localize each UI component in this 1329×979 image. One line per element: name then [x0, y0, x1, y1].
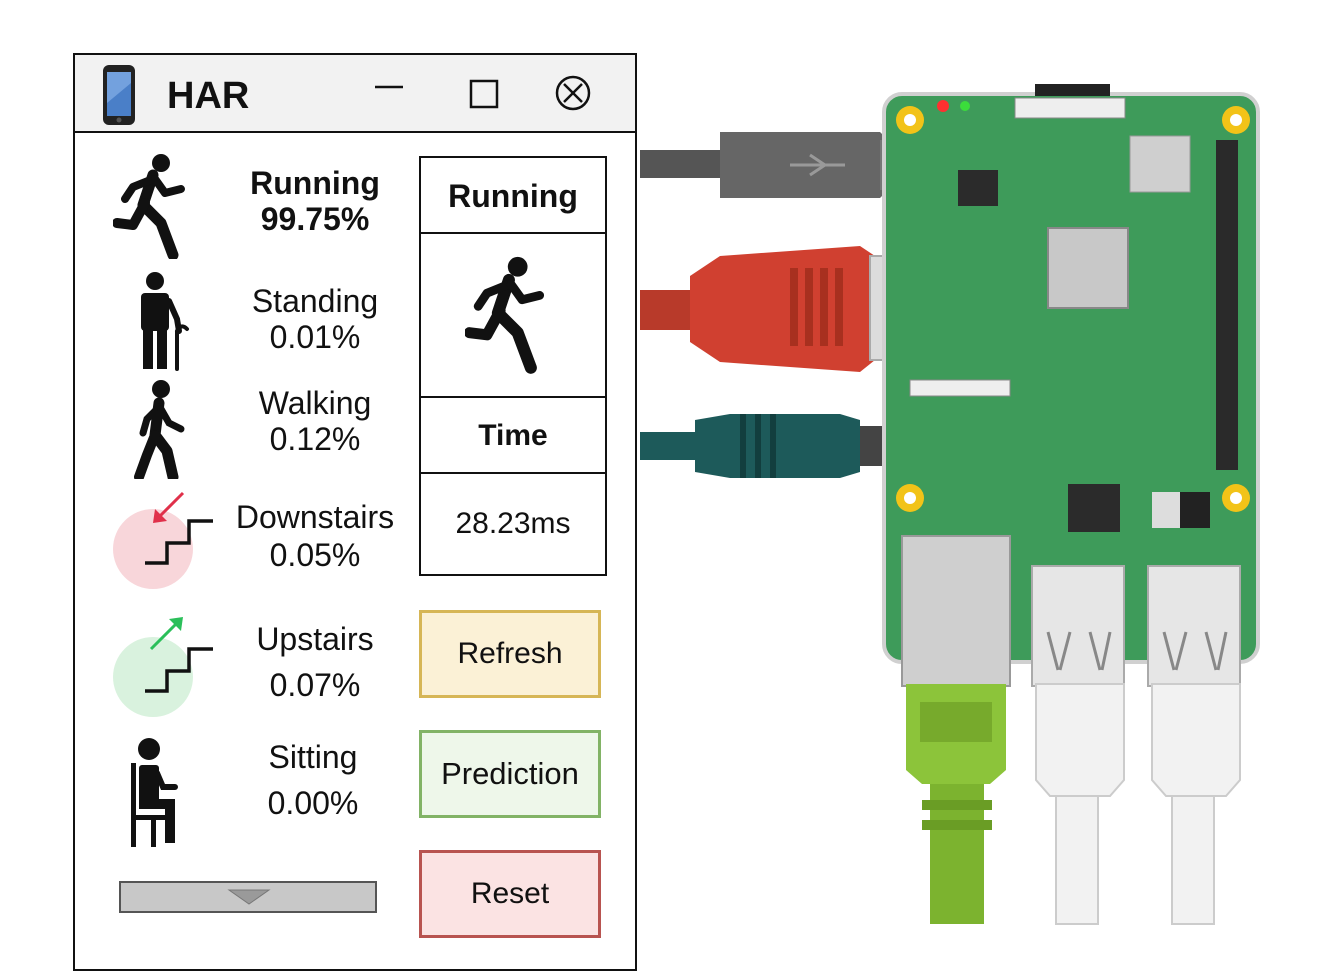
maximize-button[interactable]: [464, 73, 504, 113]
minimize-button[interactable]: [369, 73, 409, 113]
scroll-down-bar[interactable]: [119, 881, 377, 913]
chevron-down-icon: [227, 889, 271, 905]
activity-value: 0.05%: [269, 537, 361, 573]
activity-value: 0.12%: [269, 421, 361, 457]
time-label: Time: [421, 398, 605, 474]
refresh-button[interactable]: Refresh: [419, 610, 601, 698]
downstairs-icon: [113, 491, 213, 589]
predicted-activity-icon-cell: [421, 234, 605, 398]
raspberry-pi-board-image: [640, 84, 1260, 925]
close-button[interactable]: [553, 73, 593, 113]
walking-icon: [134, 380, 185, 479]
activity-item-standing: Standing 0.01%: [75, 269, 415, 371]
activity-value: 0.00%: [267, 785, 359, 821]
activity-item-running: Running 99.75%: [75, 151, 415, 261]
activity-label: Sitting: [268, 739, 358, 775]
app-title: HAR: [167, 75, 250, 117]
activity-item-downstairs: Downstairs 0.05%: [75, 485, 415, 595]
upstairs-icon: [113, 617, 213, 717]
title-bar: HAR: [75, 55, 635, 133]
har-window: HAR Running 99.75%: [73, 53, 637, 971]
activity-value: 99.75%: [260, 201, 370, 237]
activity-label: Downstairs: [235, 499, 395, 535]
phone-icon: [103, 65, 135, 125]
running-icon: [113, 154, 185, 259]
reset-button[interactable]: Reset: [419, 850, 601, 938]
activity-label: Upstairs: [256, 621, 374, 657]
standing-icon: [141, 272, 189, 371]
activity-item-upstairs: Upstairs 0.07%: [75, 611, 415, 721]
activity-label: Walking: [258, 385, 372, 421]
activity-value: 0.01%: [269, 319, 361, 355]
activity-value: 0.07%: [269, 667, 361, 703]
result-panel: Running Time 28.23ms: [419, 156, 607, 576]
time-value: 28.23ms: [455, 507, 571, 540]
activity-item-sitting: Sitting 0.00%: [75, 735, 415, 855]
activity-label: Running: [250, 165, 380, 201]
activity-label: Standing: [251, 283, 379, 319]
sitting-icon: [131, 738, 178, 847]
activity-item-walking: Walking 0.12%: [75, 375, 415, 485]
running-icon: [465, 256, 545, 374]
prediction-button[interactable]: Prediction: [419, 730, 601, 818]
predicted-activity-label: Running: [421, 158, 605, 234]
